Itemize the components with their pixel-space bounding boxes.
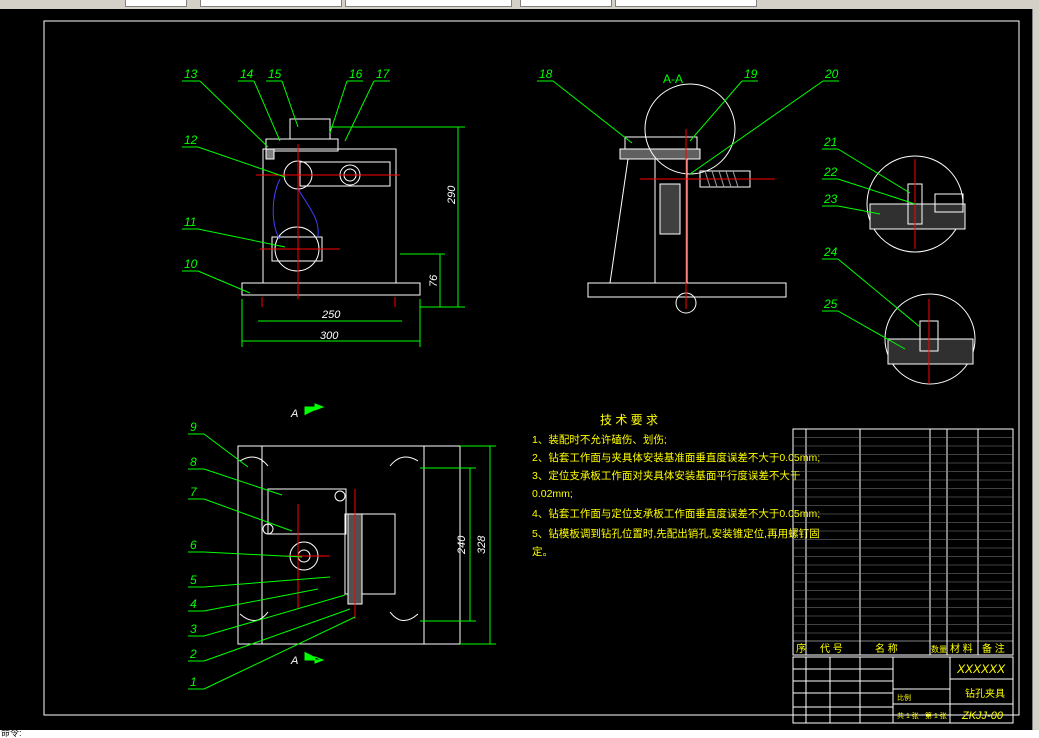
dim-250: 250 xyxy=(321,309,341,321)
bom-table xyxy=(792,428,1014,656)
balloon-8: 8 xyxy=(190,455,197,469)
bom-col-name: 名 称 xyxy=(875,642,898,655)
balloon-2: 2 xyxy=(189,647,197,661)
dim-300: 300 xyxy=(320,330,339,342)
balloon-9: 9 xyxy=(190,420,197,434)
note-line-3: 3、定位支承板工作面对夹具体安装基面平行度误差不大于 xyxy=(532,469,800,482)
front-dimensions xyxy=(241,126,465,347)
balloon-5: 5 xyxy=(190,573,197,587)
section-marker-top: A xyxy=(290,408,298,420)
dim-240: 240 xyxy=(456,535,468,555)
balloon-18: 18 xyxy=(539,67,553,81)
section-centerlines xyxy=(640,129,775,309)
notes-title: 技 术 要 求 xyxy=(600,413,658,427)
title-company: XXXXXX xyxy=(956,662,1006,676)
section-arrow-bottom xyxy=(304,652,325,664)
balloon-7: 7 xyxy=(190,485,198,499)
balloon-23: 23 xyxy=(823,192,838,206)
note-line-5: 4、钻套工作面与定位支承板工作面垂直度误差不大于0.05mm; xyxy=(532,507,820,520)
section-view: A-A xyxy=(587,72,787,314)
balloon-4: 4 xyxy=(190,597,197,611)
toolbar-strip xyxy=(0,0,1039,9)
balloon-3: 3 xyxy=(190,622,197,636)
bom-col-no: 序 xyxy=(796,642,806,655)
color-dropdown[interactable] xyxy=(200,0,342,7)
balloon-25: 25 xyxy=(823,297,838,311)
detail-views xyxy=(866,155,976,385)
drawing-border xyxy=(43,20,1020,716)
title-code: ZKJJ-00 xyxy=(961,710,1004,722)
balloon-labels: 13 14 15 16 17 12 11 10 18 19 20 21 22 2… xyxy=(184,67,839,689)
balloon-1: 1 xyxy=(190,675,197,689)
title-sheets: 共 1 张 xyxy=(897,711,919,720)
bom-col-material: 材 料 xyxy=(950,642,973,655)
title-scale-label: 比例 xyxy=(897,693,911,702)
section-label: A-A xyxy=(663,72,683,86)
balloon-22: 22 xyxy=(823,165,838,179)
bom-col-qty: 数量 xyxy=(931,644,947,654)
balloon-17: 17 xyxy=(376,67,391,81)
bom-header: 序 代 号 名 称 数量 材 料 备 注 xyxy=(796,642,1005,655)
note-line-7: 定。 xyxy=(532,545,553,558)
dim-290: 290 xyxy=(446,185,458,205)
balloon-16: 16 xyxy=(349,67,363,81)
balloon-11: 11 xyxy=(184,215,196,229)
technical-notes: 技 术 要 求 1、装配时不允许磕伤、划伤; 2、钻套工作面与夹具体安装基准面垂… xyxy=(532,413,820,558)
note-line-1: 1、装配时不允许磕伤、划伤; xyxy=(532,433,667,446)
note-line-2: 2、钻套工作面与夹具体安装基准面垂直度误差不大于0.05mm; xyxy=(532,451,820,464)
balloon-15: 15 xyxy=(268,67,282,81)
bom-rows xyxy=(793,437,1013,642)
front-view xyxy=(241,118,421,296)
balloon-12: 12 xyxy=(184,133,198,147)
cad-drawing: 300 250 290 76 A-A xyxy=(43,20,1020,724)
top-dimensions xyxy=(420,445,496,645)
balloon-13: 13 xyxy=(184,67,198,81)
front-centerlines xyxy=(256,144,400,307)
title-sheet-no: 第 1 张 xyxy=(925,711,947,720)
leader-lines xyxy=(182,80,921,690)
bom-col-code: 代 号 xyxy=(820,643,843,655)
balloon-21: 21 xyxy=(823,135,837,149)
balloon-20: 20 xyxy=(824,67,839,81)
layer-dropdown[interactable] xyxy=(125,0,187,7)
drawing-canvas[interactable]: 300 250 290 76 A-A xyxy=(0,9,1032,730)
section-marker-bottom: A xyxy=(290,655,298,667)
note-line-4: 0.02mm; xyxy=(532,488,573,500)
title-name: 钻孔夹具 xyxy=(965,687,1005,700)
dim-328: 328 xyxy=(476,535,488,554)
top-view xyxy=(237,445,461,645)
balloon-24: 24 xyxy=(823,245,838,259)
note-line-6: 5、钻模板调到钻孔位置时,先配出销孔,安装锥定位,再用螺钉固 xyxy=(532,527,820,540)
balloon-6: 6 xyxy=(190,538,197,552)
title-block xyxy=(792,656,1014,724)
bom-col-remark: 备 注 xyxy=(982,642,1005,655)
command-line[interactable]: 命令: xyxy=(0,728,1039,738)
lineweight-dropdown[interactable] xyxy=(520,0,612,7)
command-prompt: 命令: xyxy=(1,728,22,738)
balloon-10: 10 xyxy=(184,257,198,271)
dim-76: 76 xyxy=(428,274,440,287)
balloon-19: 19 xyxy=(744,67,758,81)
vertical-scrollbar[interactable] xyxy=(1032,9,1039,730)
plotstyle-dropdown[interactable] xyxy=(615,0,757,7)
section-arrow-top xyxy=(304,403,325,415)
linetype-dropdown[interactable] xyxy=(345,0,512,7)
balloon-14: 14 xyxy=(240,67,254,81)
